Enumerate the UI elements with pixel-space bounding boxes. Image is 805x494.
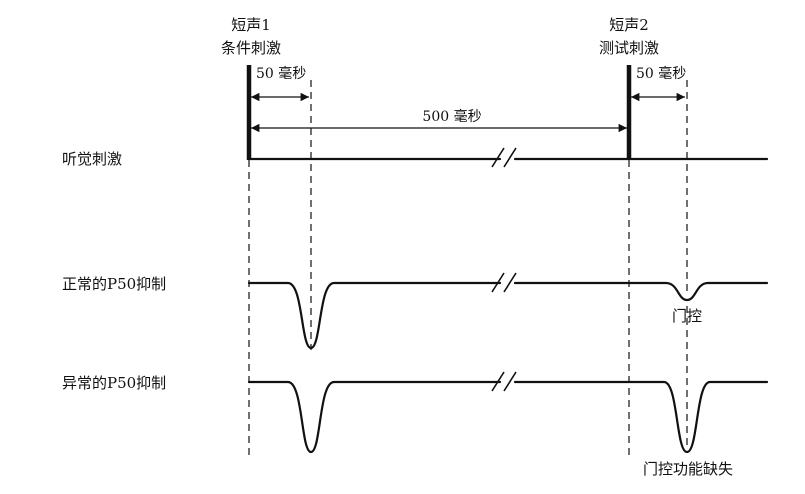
row-label-abnormal: 异常的P50抑制 (62, 374, 166, 392)
row-label-auditory: 听觉刺激 (62, 150, 122, 168)
abnormal-trace-left (247, 380, 502, 454)
abnormal-trace-right (513, 380, 769, 454)
click1-label-line1: 短声1 (231, 16, 271, 34)
click2-label-line1: 短声2 (609, 16, 649, 34)
gap1-label: 50 毫秒 (256, 65, 306, 82)
axis-break-3b (503, 371, 517, 392)
gating-deficit-annotation: 门控功能缺失 (643, 460, 733, 478)
normal-trace-left (247, 281, 502, 350)
axis-break-3a (491, 371, 505, 392)
axis-break-2a (491, 272, 505, 293)
click2-label-line2: 测试刺激 (599, 39, 659, 57)
axis-break-1b (503, 147, 517, 168)
gating-annotation: 门控 (672, 307, 702, 325)
gap2-label: 50 毫秒 (636, 65, 686, 82)
axis-break-2b (503, 272, 517, 293)
row-label-normal: 正常的P50抑制 (62, 275, 166, 293)
interstimulus-label: 500 毫秒 (422, 108, 481, 125)
click1-label-line2: 条件刺激 (221, 39, 281, 57)
axis-break-1a (491, 147, 505, 168)
normal-trace-right (513, 281, 769, 302)
